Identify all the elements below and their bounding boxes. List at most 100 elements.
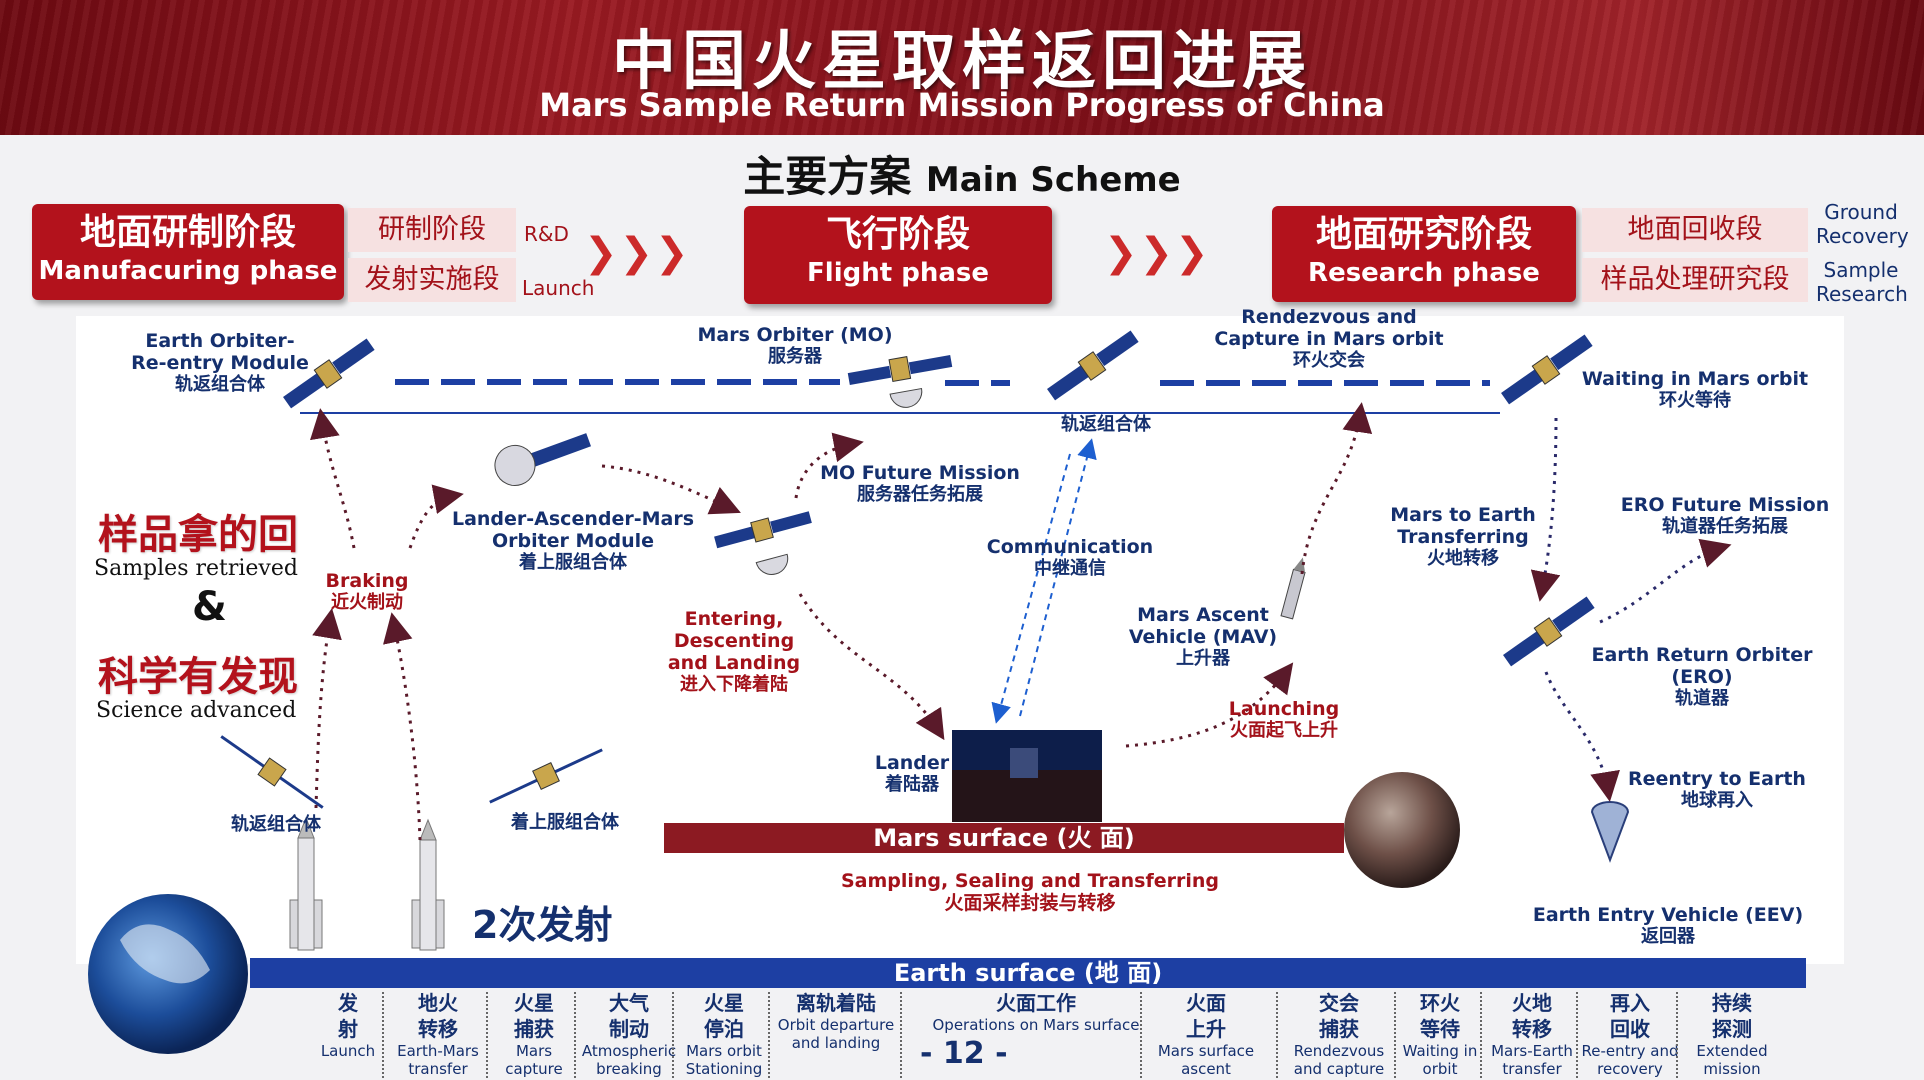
step-separator	[1394, 992, 1396, 1078]
step-separator	[1676, 992, 1678, 1078]
label-launching-en: Launching	[1228, 698, 1340, 720]
rocket-icon-2	[411, 818, 445, 951]
label-rendezvous: Rendezvous and Capture in Mars orbit 环火交…	[1196, 306, 1462, 372]
sub-launch-stage: 发射实施段	[348, 258, 516, 302]
main-scheme-heading: 主要方案 Main Scheme	[0, 143, 1924, 204]
step-zh: 火面 上升	[1186, 991, 1226, 1041]
label-ero-future: ERO Future Mission 轨道器任务拓展	[1610, 494, 1840, 538]
label-braking: Braking 近火制动	[320, 570, 414, 614]
label-ero-en: Earth Return Orbiter (ERO)	[1591, 644, 1813, 688]
samples-retrieved-en: Samples retrieved	[94, 556, 298, 581]
label-lander-ascender-zh: 着上服组合体	[519, 552, 627, 573]
label-earth-orbiter-zh: 轨返组合体	[175, 374, 265, 395]
mav-rocket-icon	[1280, 557, 1306, 620]
label-communication-zh: 中继通信	[1034, 558, 1106, 579]
step-zh: 再入 回收	[1610, 991, 1650, 1041]
phase-flight-en: Flight phase	[807, 258, 989, 288]
step-en: Waiting in orbit	[1402, 1042, 1478, 1078]
spacecraft-icon-edl	[714, 511, 812, 575]
phase-arrows-1: ❯❯❯	[584, 230, 691, 276]
label-reentry-zh: 地球再入	[1681, 790, 1753, 811]
banner-texture	[0, 0, 1924, 135]
label-orbit-return-combo-zh: 轨返组合体	[1061, 414, 1151, 435]
label-mars-orbiter-en: Mars Orbiter (MO)	[697, 324, 893, 346]
label-launching: Launching 火面起飞上升	[1214, 698, 1354, 742]
step-separator	[1576, 992, 1578, 1078]
label-communication: Communication 中继通信	[980, 536, 1160, 580]
step-zh: 火星 捕获	[514, 991, 554, 1041]
phase-research-zh: 地面研究阶段	[1315, 214, 1532, 255]
label-eev-en: Earth Entry Vehicle (EEV)	[1532, 904, 1804, 926]
mars-surface-bar: Mars surface (火 面)	[664, 823, 1344, 853]
sub-ground-recovery: 地面回收段	[1582, 208, 1808, 252]
label-earth-orbiter: Earth Orbiter-Re-entry Module 轨返组合体	[128, 330, 312, 396]
step-en: Mars capture	[505, 1042, 563, 1078]
step-zh: 地火 转移	[418, 991, 458, 1041]
sub-sample-research-en: Sample Research	[1816, 258, 1908, 306]
label-ero-future-en: ERO Future Mission	[1620, 494, 1830, 516]
phase-research: 地面研究阶段 Research phase	[1272, 206, 1576, 302]
step-separator	[1480, 992, 1482, 1078]
step-zh: 持续 探测	[1712, 991, 1752, 1041]
label-mav-en: Mars Ascent Vehicle (MAV)	[1128, 604, 1278, 648]
label-orbit-return-combo: 轨返组合体	[1046, 414, 1166, 436]
sub-rnd: 研制阶段	[348, 208, 516, 252]
eev-capsule-icon	[1590, 801, 1630, 863]
samples-retrieved-zh: 样品拿的回	[98, 512, 298, 558]
step-separator	[900, 992, 902, 1078]
label-ero-future-zh: 轨道器任务拓展	[1662, 516, 1788, 537]
science-advanced-zh: 科学有发现	[98, 654, 298, 700]
label-left-combo-zh: 轨返组合体	[231, 814, 321, 835]
step-separator	[382, 992, 384, 1078]
label-lander: Lander 着陆器	[872, 752, 952, 796]
step-zh: 发 射	[338, 991, 358, 1041]
sampling-zh: 火面采样封装与转移	[944, 892, 1116, 914]
step-zh: 火星 停泊	[704, 991, 744, 1041]
label-left-lander-combo: 着上服组合体	[500, 812, 630, 834]
label-lander-zh: 着陆器	[885, 774, 939, 795]
main-scheme-en: Main Scheme	[925, 160, 1181, 200]
label-ero: Earth Return Orbiter (ERO) 轨道器	[1560, 644, 1844, 710]
label-lander-en: Lander	[874, 752, 950, 774]
step-zh: 环火 等待	[1420, 991, 1460, 1041]
rocket-icon-1	[289, 816, 323, 951]
page-number: - 12 -	[920, 1036, 1008, 1071]
label-mav-zh: 上升器	[1176, 648, 1230, 669]
label-mars-to-earth-zh: 火地转移	[1427, 548, 1499, 569]
step-separator	[768, 992, 770, 1078]
step-en: Operations on Mars surface	[932, 1016, 1140, 1034]
sub-launch-en: Launch	[522, 276, 595, 300]
label-waiting-zh: 环火等待	[1659, 390, 1731, 411]
label-rendezvous-en: Rendezvous and Capture in Mars orbit	[1214, 306, 1444, 350]
step-en: Earth-Mars transfer	[397, 1042, 479, 1078]
sub-rnd-en: R&D	[524, 222, 569, 246]
label-mars-to-earth-en: Mars to Earth Transferring	[1390, 504, 1536, 548]
label-mars-to-earth: Mars to Earth Transferring 火地转移	[1388, 504, 1538, 570]
label-eev: Earth Entry Vehicle (EEV) 返回器	[1530, 904, 1806, 948]
step-en: Extended mission	[1696, 1042, 1768, 1078]
label-communication-en: Communication	[986, 536, 1154, 558]
step-zh: 交会 捕获	[1319, 991, 1359, 1041]
label-mo-future-en: MO Future Mission	[820, 462, 1020, 484]
phase-arrows-2: ❯❯❯	[1104, 230, 1211, 276]
label-mars-orbiter-zh: 服务器	[768, 346, 822, 367]
label-eev-zh: 返回器	[1641, 926, 1695, 947]
header-banner	[0, 0, 1924, 135]
sub-sample-research: 样品处理研究段	[1582, 258, 1808, 302]
samples-ampersand: &	[192, 584, 227, 630]
step-en: Orbit departure and landing	[777, 1016, 895, 1052]
step-en: Rendezvous and capture	[1293, 1042, 1385, 1078]
label-lander-ascender: Lander-Ascender-Mars Orbiter Module 着上服组…	[450, 508, 696, 574]
earth-surface-bar: Earth surface (地 面)	[250, 958, 1806, 988]
sampling-en: Sampling, Sealing and Transferring	[840, 870, 1220, 892]
step-en: Re-entry and recovery	[1581, 1042, 1679, 1078]
phase-flight-zh: 飞行阶段	[825, 214, 970, 255]
step-separator	[486, 992, 488, 1078]
